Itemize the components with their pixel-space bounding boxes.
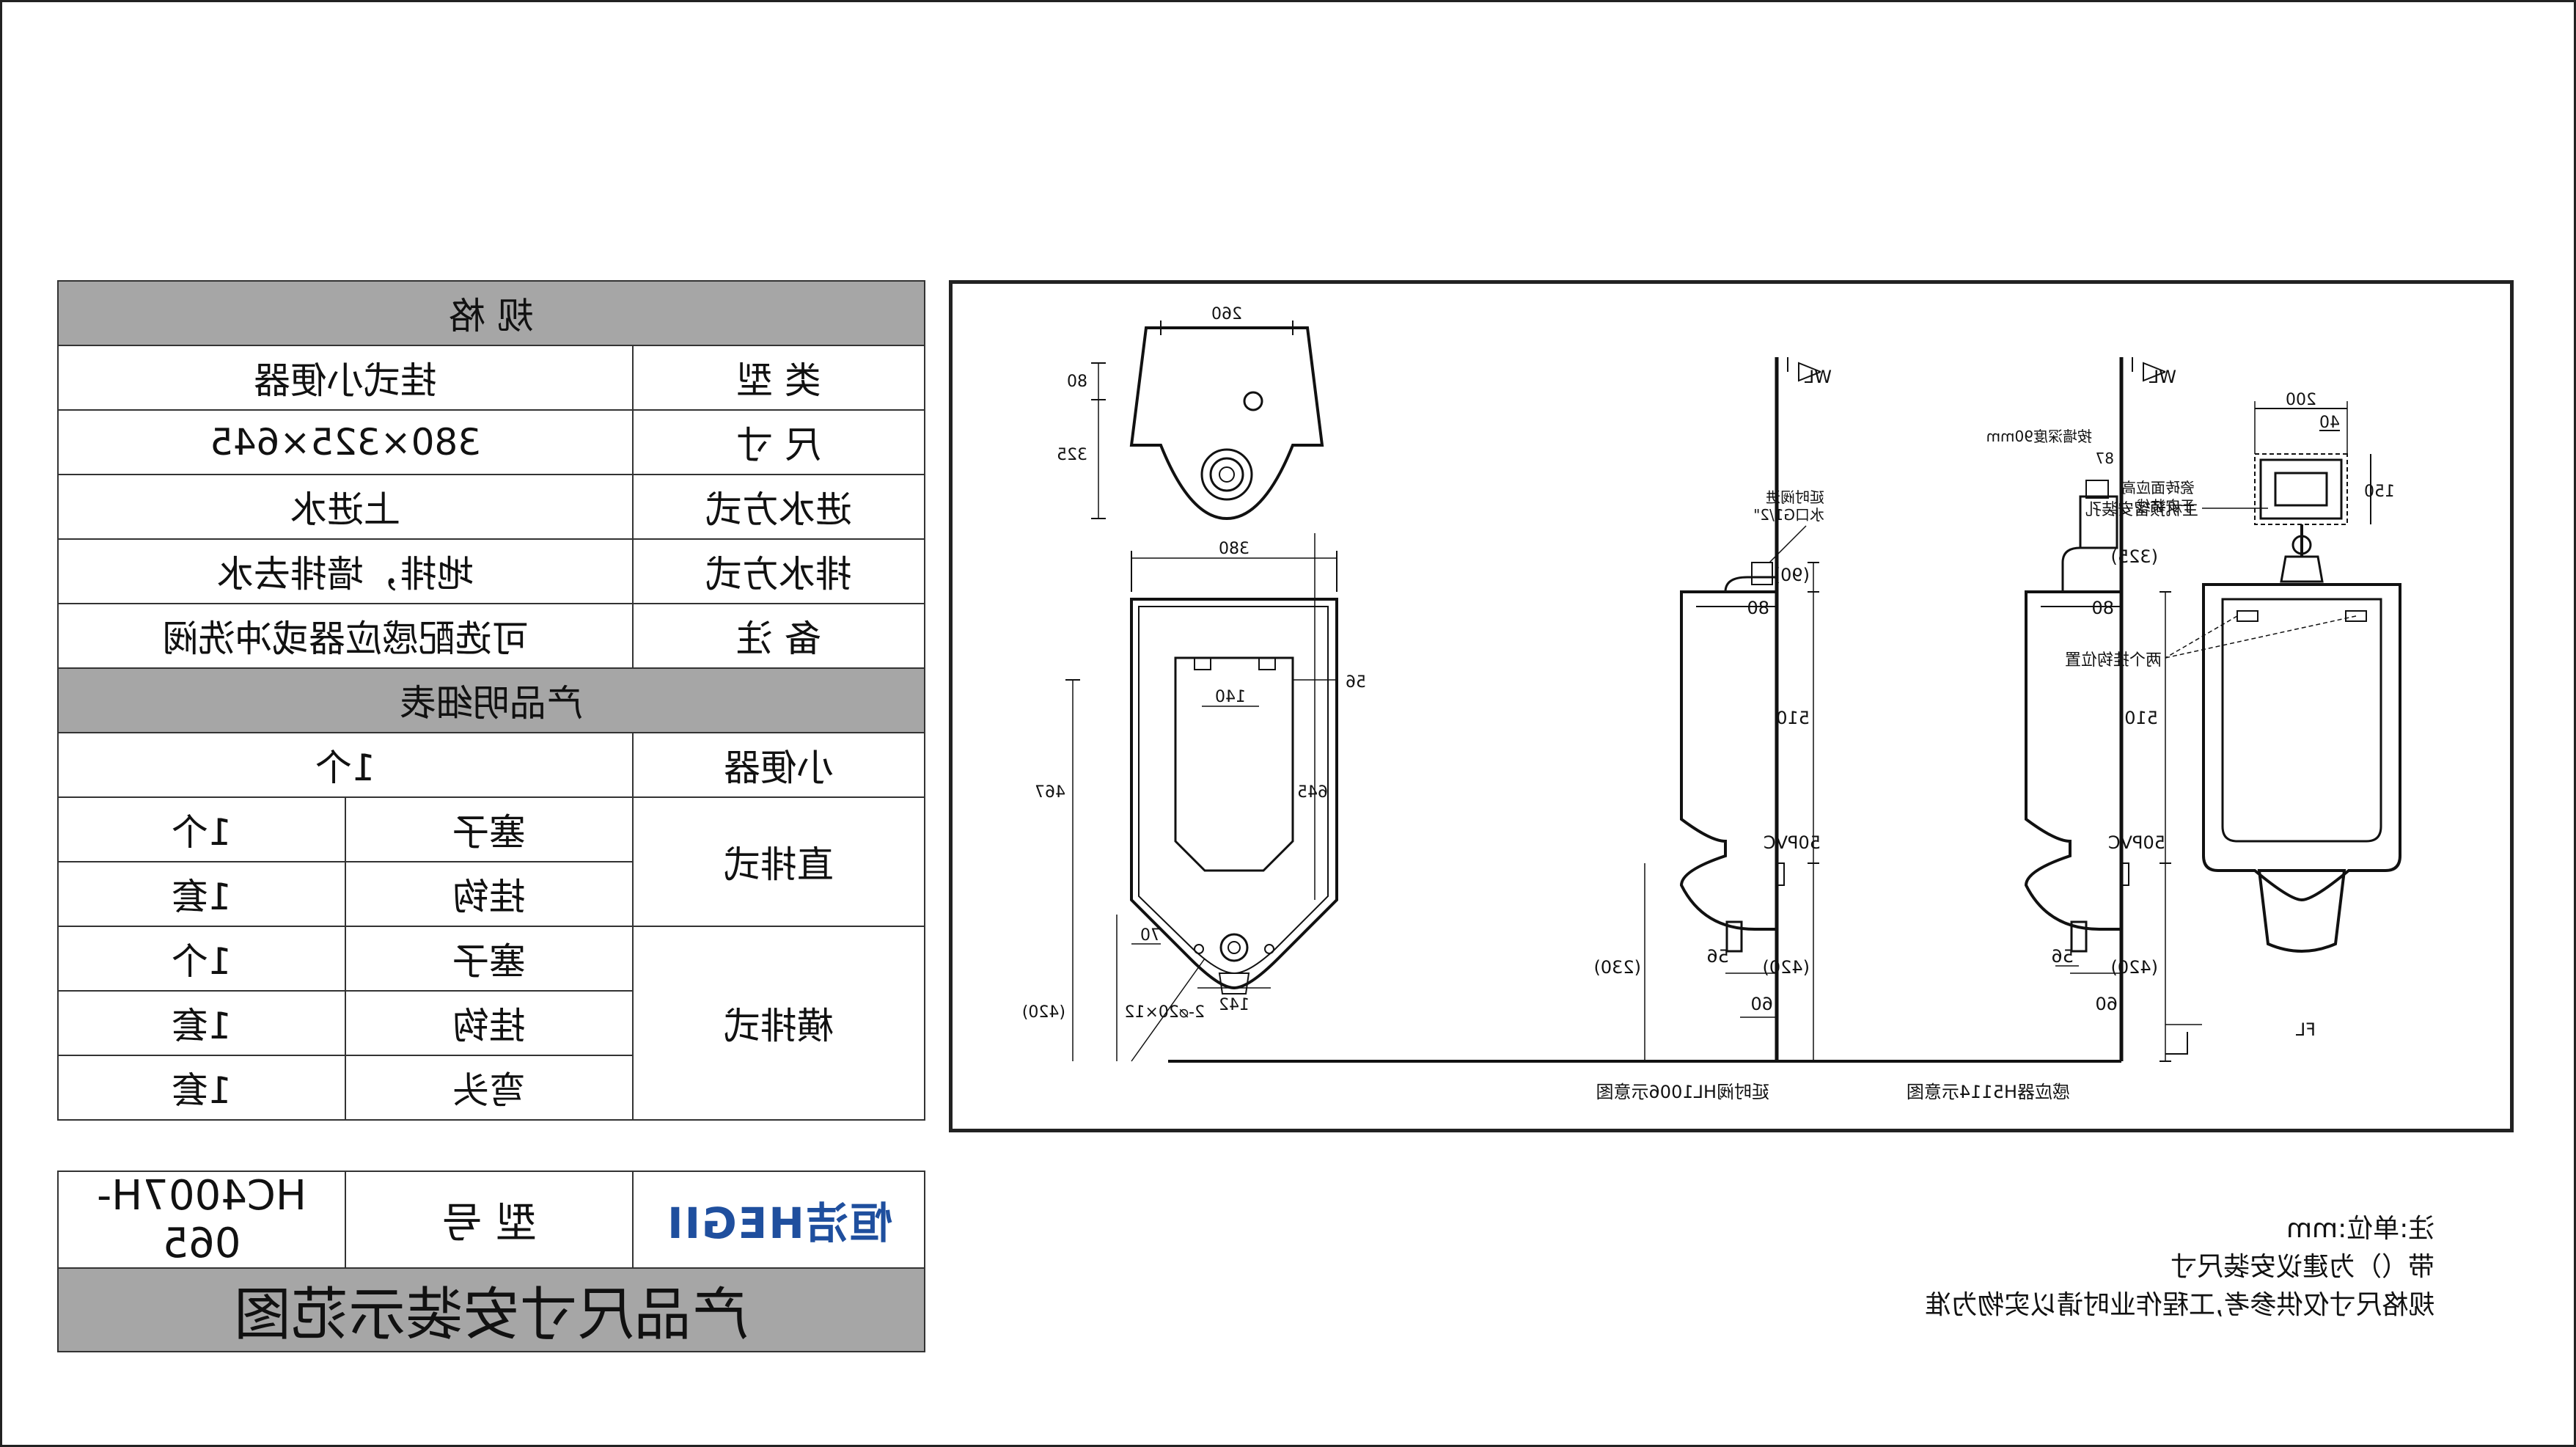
page-title: 产品尺寸安装示范图 (57, 1267, 925, 1352)
detail-row: 1个 小便器 (57, 732, 926, 798)
caption-sensor: 感应器H5114示意图 (1907, 1082, 2070, 1102)
spec-value: 地排，墙排去水 (57, 538, 634, 604)
spec-value: 挂式小便器 (57, 345, 634, 411)
side-view-valve (1644, 357, 1821, 1062)
hook-label: 两个挂钩位置 (2065, 651, 2162, 670)
detail-item: 塞子 (345, 926, 634, 992)
side-view-sensor (1168, 357, 2202, 1063)
detail-row: 1套 挂钩 (57, 861, 925, 927)
dim-60-b: 60 (2095, 994, 2118, 1014)
dim-140: 140 (1215, 688, 1246, 706)
notes: 注:单位:mm 带（）为建议安装尺寸 规格尺寸仅供参考,工程作业时请以实物为准 (1782, 1210, 2434, 1325)
detail-qty: 1个 (57, 796, 346, 862)
model-table: HC4007H-065 型 号 恒洁HEGII 产品尺寸安装示范图 (57, 1171, 925, 1352)
model-value: HC4007H-065 (57, 1171, 346, 1269)
spec-label: 尺 寸 (631, 409, 926, 475)
detail-row: 1套 挂钩 (57, 990, 925, 1056)
detail-item: 塞子 (345, 796, 634, 862)
dim-80-front: 80 (1067, 373, 1087, 391)
spec-label: 进水方式 (631, 474, 926, 540)
spec-label: 排水方式 (631, 538, 926, 604)
fl-label: FL (2295, 1019, 2316, 1040)
dim-80-b: 80 (2091, 598, 2114, 618)
model-label: 型 号 (345, 1171, 634, 1269)
spec-value: 可选配感应器或冲洗阀 (57, 603, 634, 669)
dim-645: 645 (1297, 783, 1328, 802)
dim-142: 142 (1219, 996, 1250, 1014)
dim-325: (325) (2110, 546, 2158, 567)
dim-56-a: 56 (1346, 673, 1366, 692)
installation-drawing: 200 40 150 主机预留安装孔 两个挂钩位置 (949, 280, 2514, 1132)
dim-510-a: 510 (1776, 708, 1810, 728)
detail-group: 直排式 (631, 796, 926, 927)
dim-380: 380 (1219, 540, 1250, 558)
dim-200: 200 (2286, 391, 2316, 409)
valve-label-2: 水口G1/2" (1753, 506, 1824, 524)
dim-87: 87 (2096, 450, 2114, 467)
detail-item: 挂钩 (345, 990, 634, 1056)
sensor-label-1: 瓷砖面应高 (2121, 479, 2195, 497)
dim-56-c: 56 (2051, 946, 2074, 967)
spec-row: 地排，墙排去水 排水方式 (57, 538, 926, 604)
spec-label: 类 型 (631, 345, 926, 411)
detail-qty: 1个 (57, 732, 634, 798)
detail-group: 横排式 (631, 926, 926, 1121)
dim-80-a: 80 (1747, 598, 1769, 618)
detail-row: 1个 塞子 直排式 (57, 796, 926, 927)
detail-row: 1套 弯头 (57, 1055, 925, 1121)
caption-valve: 延时阀HL1006示意图 (1596, 1082, 1770, 1102)
spec-row: 380×325×645 尺 寸 (57, 409, 926, 475)
embed-depth-label: 按墙深度90mm (1986, 428, 2092, 445)
dim-bolts: 2-⌀20×12 (1124, 1003, 1205, 1022)
spec-row: 上进水 进水方式 (57, 474, 926, 540)
spec-row: 挂式小便器 类 型 (57, 345, 926, 411)
dim-420-c: (420) (2110, 957, 2158, 978)
wl-label-2: WL (2148, 367, 2176, 387)
detail-row: 1个 塞子 横排式 (57, 926, 926, 1121)
detail-qty: 1套 (57, 990, 346, 1056)
spec-value: 上进水 (57, 474, 634, 540)
pvc-label-2: 50PVC (2108, 832, 2165, 853)
detail-label: 小便器 (631, 732, 926, 798)
spec-label: 备 注 (631, 603, 926, 669)
detail-qty: 1套 (57, 861, 346, 927)
sensor-front-view (2165, 401, 2401, 953)
dim-467: 467 (1035, 783, 1065, 802)
dim-56-b: 56 (1706, 946, 1729, 967)
detail-qty: 1个 (57, 926, 346, 992)
pvc-label-1: 50PVC (1764, 832, 1821, 853)
dim-325-front: 325 (1057, 446, 1087, 464)
hole-label: 主机预留安装孔 (2085, 501, 2198, 519)
spec-header: 规 格 (56, 280, 926, 346)
spec-row: 可选配感应器或冲洗阀 备 注 (57, 603, 926, 669)
sensor-label-2: 于安装线 (2136, 497, 2195, 515)
dim-260: 260 (1211, 305, 1242, 323)
valve-label-1: 延时阀进 (1766, 488, 1824, 506)
note-reference: 规格尺寸仅供参考,工程作业时请以实物为准 (1924, 1290, 2434, 1320)
urinal-front-view (1065, 320, 1338, 1062)
detail-item: 挂钩 (345, 861, 634, 927)
dim-510-b: 510 (2124, 708, 2158, 728)
detail-item: 弯头 (345, 1055, 634, 1121)
dim-40: 40 (2319, 414, 2340, 432)
dim-420-b: (420) (1762, 957, 1810, 978)
dim-60-a: 60 (1750, 994, 1773, 1014)
dim-230: (230) (1593, 957, 1641, 978)
detail-header: 产品明细表 (56, 667, 926, 733)
spec-value: 380×325×645 (57, 409, 634, 475)
dim-420-a: (420) (1022, 1003, 1065, 1022)
wl-label-1: WL (1804, 367, 1832, 387)
note-unit: 注:单位:mm (2286, 1214, 2434, 1244)
spec-table: 规 格 挂式小便器 类 型 380×325×645 尺 寸 上进水 进水方式 地… (56, 280, 926, 1121)
note-bracket: 带（）为建议安装尺寸 (2170, 1252, 2434, 1282)
dim-150: 150 (2364, 483, 2395, 501)
detail-qty: 1套 (57, 1055, 346, 1121)
dim-90: (90) (1774, 565, 1810, 585)
brand-logo: 恒洁HEGII (632, 1171, 925, 1269)
dim-70: 70 (1140, 926, 1161, 945)
